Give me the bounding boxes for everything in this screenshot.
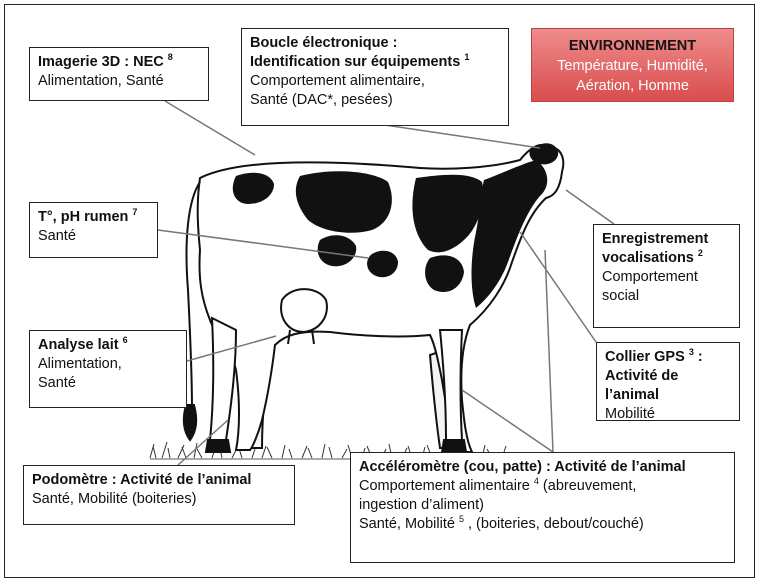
- vocalisations-title-line-1: Enregistrement: [602, 230, 731, 249]
- accelerometre-line-1: Comportement alimentaire 4 (abreuvement,: [359, 477, 726, 496]
- box-analyse-lait: Analyse lait 6 Alimentation, Santé: [29, 330, 187, 408]
- boucle-title-line-2: Identification sur équipements 1: [250, 53, 500, 72]
- lait-title: Analyse lait 6: [38, 336, 178, 355]
- box-podometre: Podomètre : Activité de l’animal Santé, …: [23, 465, 295, 525]
- gps-title-line-1-text: Collier GPS: [605, 349, 685, 365]
- imagerie-title-text: Imagerie 3D : NEC: [38, 54, 164, 70]
- boucle-title-line-2-text: Identification sur équipements: [250, 54, 460, 70]
- box-boucle-electronique: Boucle électronique : Identification sur…: [241, 28, 509, 126]
- vocalisations-footnote: 2: [698, 248, 703, 258]
- box-imagerie-title: Imagerie 3D : NEC 8: [38, 53, 200, 72]
- box-environnement: ENVIRONNEMENT Température, Humidité, Aér…: [531, 28, 734, 102]
- box-collier-gps: Collier GPS 3 : Activité de l’animal Mob…: [596, 342, 740, 421]
- box-imagerie-line: Alimentation, Santé: [38, 72, 200, 91]
- lait-footnote: 6: [123, 335, 128, 345]
- gps-line: Mobilité: [605, 405, 731, 424]
- rumen-line: Santé: [38, 227, 149, 246]
- rumen-title: T°, pH rumen 7: [38, 208, 149, 227]
- vocalisations-line-2: social: [602, 287, 731, 306]
- vocalisations-title-line-2-text: vocalisations: [602, 250, 694, 266]
- accelerometre-line-1-a: Comportement alimentaire: [359, 478, 530, 494]
- rumen-footnote: 7: [132, 207, 137, 217]
- boucle-footnote: 1: [464, 52, 469, 62]
- box-rumen: T°, pH rumen 7 Santé: [29, 202, 158, 258]
- lait-line-2: Santé: [38, 374, 178, 393]
- gps-title-line-2: Activité de l’animal: [605, 367, 731, 405]
- podometre-title: Podomètre : Activité de l’animal: [32, 471, 286, 490]
- environnement-line-2: Aération, Homme: [532, 76, 733, 96]
- lait-line-1: Alimentation,: [38, 355, 178, 374]
- box-imagerie-3d: Imagerie 3D : NEC 8 Alimentation, Santé: [29, 47, 209, 101]
- lait-title-text: Analyse lait: [38, 337, 119, 353]
- environnement-line-1: Température, Humidité,: [532, 56, 733, 76]
- gps-title-suffix: :: [694, 349, 703, 365]
- boucle-line-2: Santé (DAC*, pesées): [250, 91, 500, 110]
- gps-title-line-1: Collier GPS 3 :: [605, 348, 731, 367]
- imagerie-footnote: 8: [168, 52, 173, 62]
- environnement-title: ENVIRONNEMENT: [532, 36, 733, 56]
- boucle-line-1: Comportement alimentaire,: [250, 72, 500, 91]
- boucle-title-line-1: Boucle électronique :: [250, 34, 500, 53]
- accelerometre-line-3: Santé, Mobilité 5 , (boiteries, debout/c…: [359, 515, 726, 534]
- rumen-title-text: T°, pH rumen: [38, 209, 128, 225]
- box-accelerometre: Accéléromètre (cou, patte) : Activité de…: [350, 452, 735, 563]
- vocalisations-title-line-2: vocalisations 2: [602, 249, 731, 268]
- podometre-line: Santé, Mobilité (boiteries): [32, 490, 286, 509]
- accelerometre-title: Accéléromètre (cou, patte) : Activité de…: [359, 458, 726, 477]
- accelerometre-line-1-b: (abreuvement,: [539, 478, 637, 494]
- box-vocalisations: Enregistrement vocalisations 2 Comportem…: [593, 224, 740, 328]
- vocalisations-line-1: Comportement: [602, 268, 731, 287]
- accelerometre-line-2: ingestion d’aliment): [359, 496, 726, 515]
- accelerometre-line-3-a: Santé, Mobilité: [359, 516, 455, 532]
- accelerometre-line-3-b: , (boiteries, debout/couché): [464, 516, 644, 532]
